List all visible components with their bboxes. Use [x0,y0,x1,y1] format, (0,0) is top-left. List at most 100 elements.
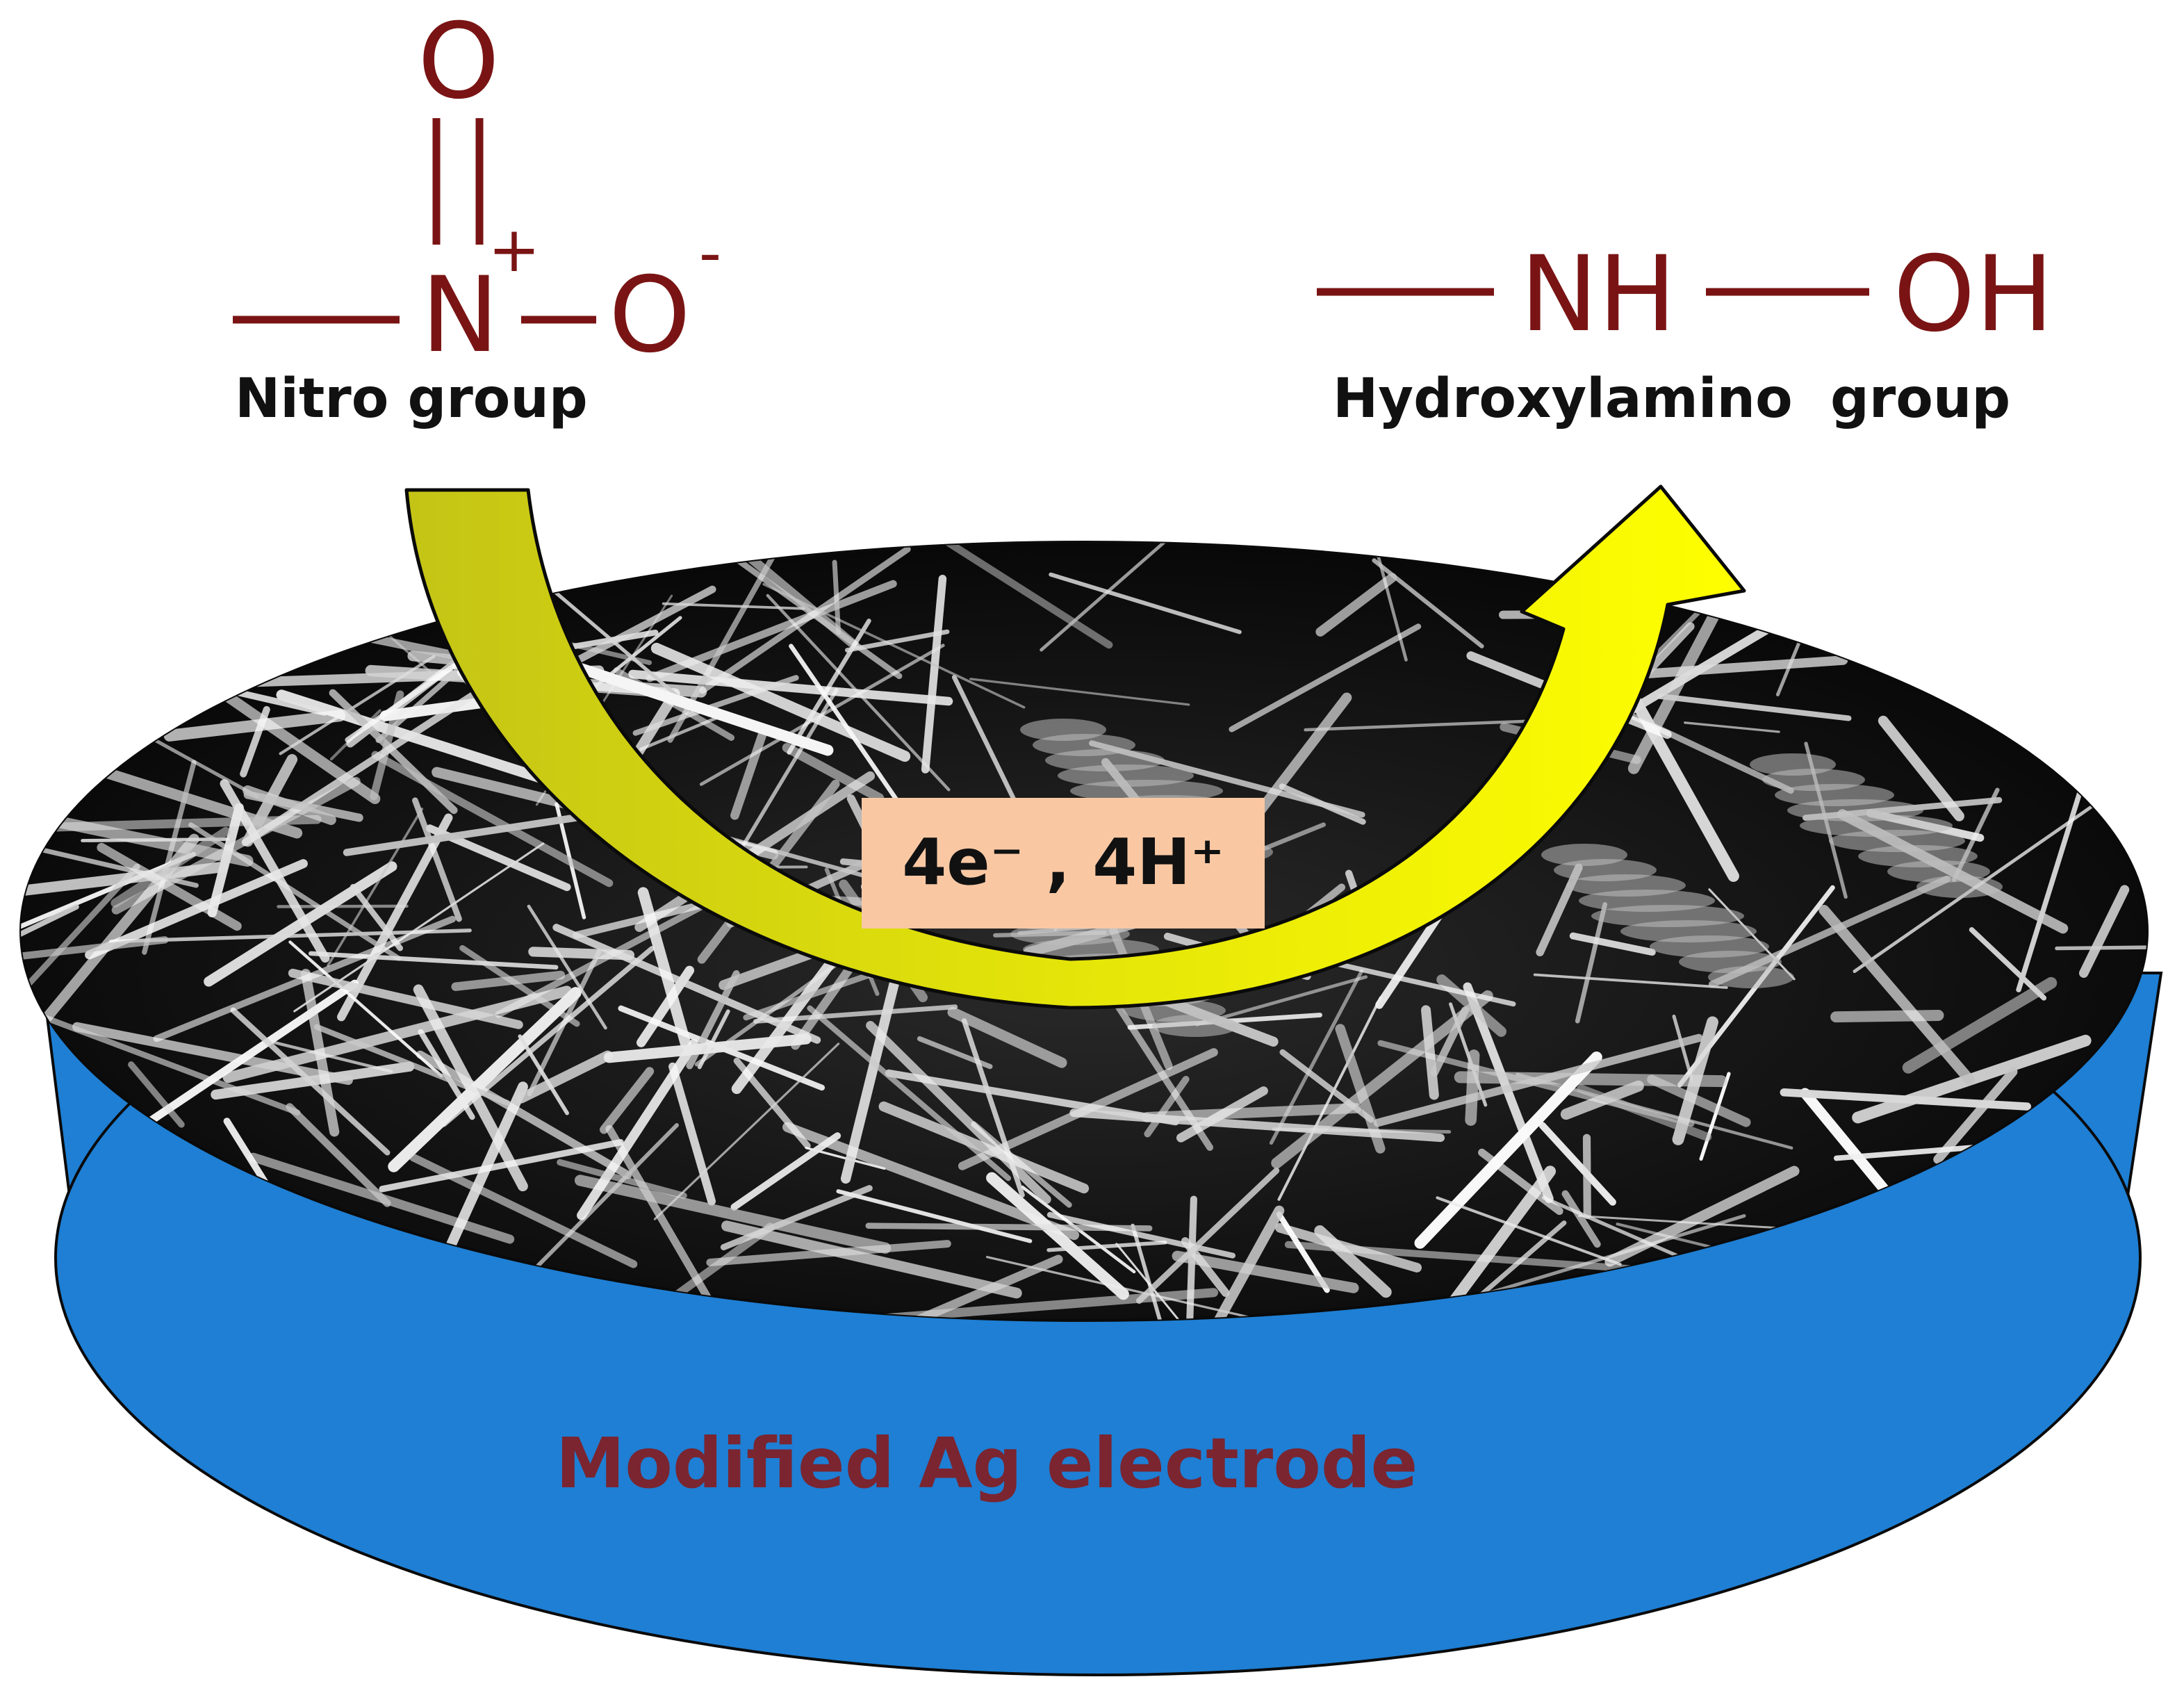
crystal-needle [416,1050,632,1179]
nitro-group [233,118,596,324]
crystal-needle [153,915,457,1042]
crystal-needle [97,842,242,931]
crystal-needle [1410,1166,1557,1320]
crystal-needle [1430,1006,1470,1077]
crystal-needle [668,1062,716,1206]
crystal-needle [1933,1067,2018,1164]
crystal-needle [1040,542,1206,652]
crystal-needle [85,859,308,960]
hydroxylamino-group-label: Hydroxylamino group [1333,368,2010,430]
crystal-needle [653,1042,840,1220]
crystal-needle [805,1146,886,1170]
nitro-charge-plus: + [488,213,540,286]
crystal-needle [1335,1024,1386,1154]
crystal-needle [840,967,903,1184]
crystal-leaf [1152,1015,1238,1037]
crystal-needle [762,582,1026,709]
crystal-needle [350,883,403,951]
nitro-charge-minus: - [699,217,721,290]
crystal-needle [1279,1049,1374,1123]
crystal-needle [637,887,691,1050]
crystal-needle [921,574,947,774]
crystal-needle [343,812,587,856]
crystal-needle [1183,1195,1197,1320]
crystal-needle [706,1240,951,1267]
crystal-needle [1421,1220,1567,1320]
crystal-needle [969,678,1190,706]
crystal-needle [21,863,140,1027]
crystal-needle [2016,772,2088,992]
crystal-needle [1561,1190,1601,1248]
crystal-needle [1623,683,1739,882]
crystal-needle [1699,1072,1731,1161]
crystal-needle [574,1175,892,1254]
crystal-needle [1372,558,1484,648]
crystal-needle [1538,1122,1616,1206]
crystal-needle [21,936,169,972]
crystal-needle [782,743,885,803]
crystal-needle [720,1185,873,1251]
crystal-needle [1373,1033,1703,1127]
crystal-needle [787,619,871,755]
crystal-needle [533,573,680,698]
crystal-needle [1780,1088,2032,1111]
crystal-needle [288,968,523,1029]
crystal-needle [1647,1074,1751,1127]
crystal-needle [552,924,821,1044]
crystal-needle [21,1001,301,1116]
crystal-needle [730,723,769,820]
crystal-needle [286,1103,391,1207]
crystal-needle [2055,945,2147,951]
crystal-needle [986,1172,1129,1300]
crystal-needle [1142,1103,1361,1122]
crystal-needle [866,1021,1051,1204]
crystal-needle [518,1034,569,1115]
crystal-needle [1454,1071,1727,1088]
crystal-needle [412,797,462,922]
crystal-needle [1195,975,1368,1027]
crystal-needle [272,1040,393,1073]
crystal-needle [1672,1016,1718,1145]
crystal-needle [1213,1205,1285,1320]
crystal-needle [1269,969,1364,1145]
crystal-needle [308,951,559,970]
nitro-atom-o-top: O [418,1,500,122]
crystal-needle [1582,1134,1591,1220]
crystal-needle [721,1220,1022,1299]
reaction-arrow [404,484,1746,1010]
crystal-needle [288,940,443,1078]
crystal-needle [1577,1084,1712,1142]
crystal-needle [971,1121,1072,1208]
crystal-needle [128,1061,185,1128]
crystal-needle [917,1036,993,1070]
nitro-atom-n: N [421,255,499,376]
crystal-needle [1672,1014,1693,1081]
crystal-needle [782,1122,1080,1241]
hydroxylamino-atom-oh: OH [1894,234,2054,355]
crystal-needle [1229,623,1422,733]
hydroxylamino-atom-nh: NH [1520,234,1677,355]
crystal-needle [1172,1250,1359,1293]
crystal-needle [753,1004,958,1024]
crystal-needle [110,826,231,908]
crystal-needle [276,689,555,786]
crystal-needle [516,1050,613,1104]
crystal-needle [1136,1168,1280,1304]
crystal-needle [1575,902,1608,1024]
crystal-needle [2078,885,2130,978]
crystal-needle [413,984,528,1192]
crystal-needle [1818,904,1975,1086]
crystal-needle [163,710,346,742]
crystal-needle [885,1069,1179,1126]
crystal-needle [230,1007,391,1156]
crystal-needle [557,1159,687,1200]
crystal-needle [1533,973,1728,989]
nitro-atom-o-right: O [609,255,691,376]
crystal-needle [1271,990,1493,1169]
reaction-arrow-body [404,484,1746,1010]
crystal-needle [1878,715,1964,821]
crystal-needle [569,661,834,756]
nitro-group-label: Nitro group [235,368,588,430]
crystal-needle [220,779,330,963]
